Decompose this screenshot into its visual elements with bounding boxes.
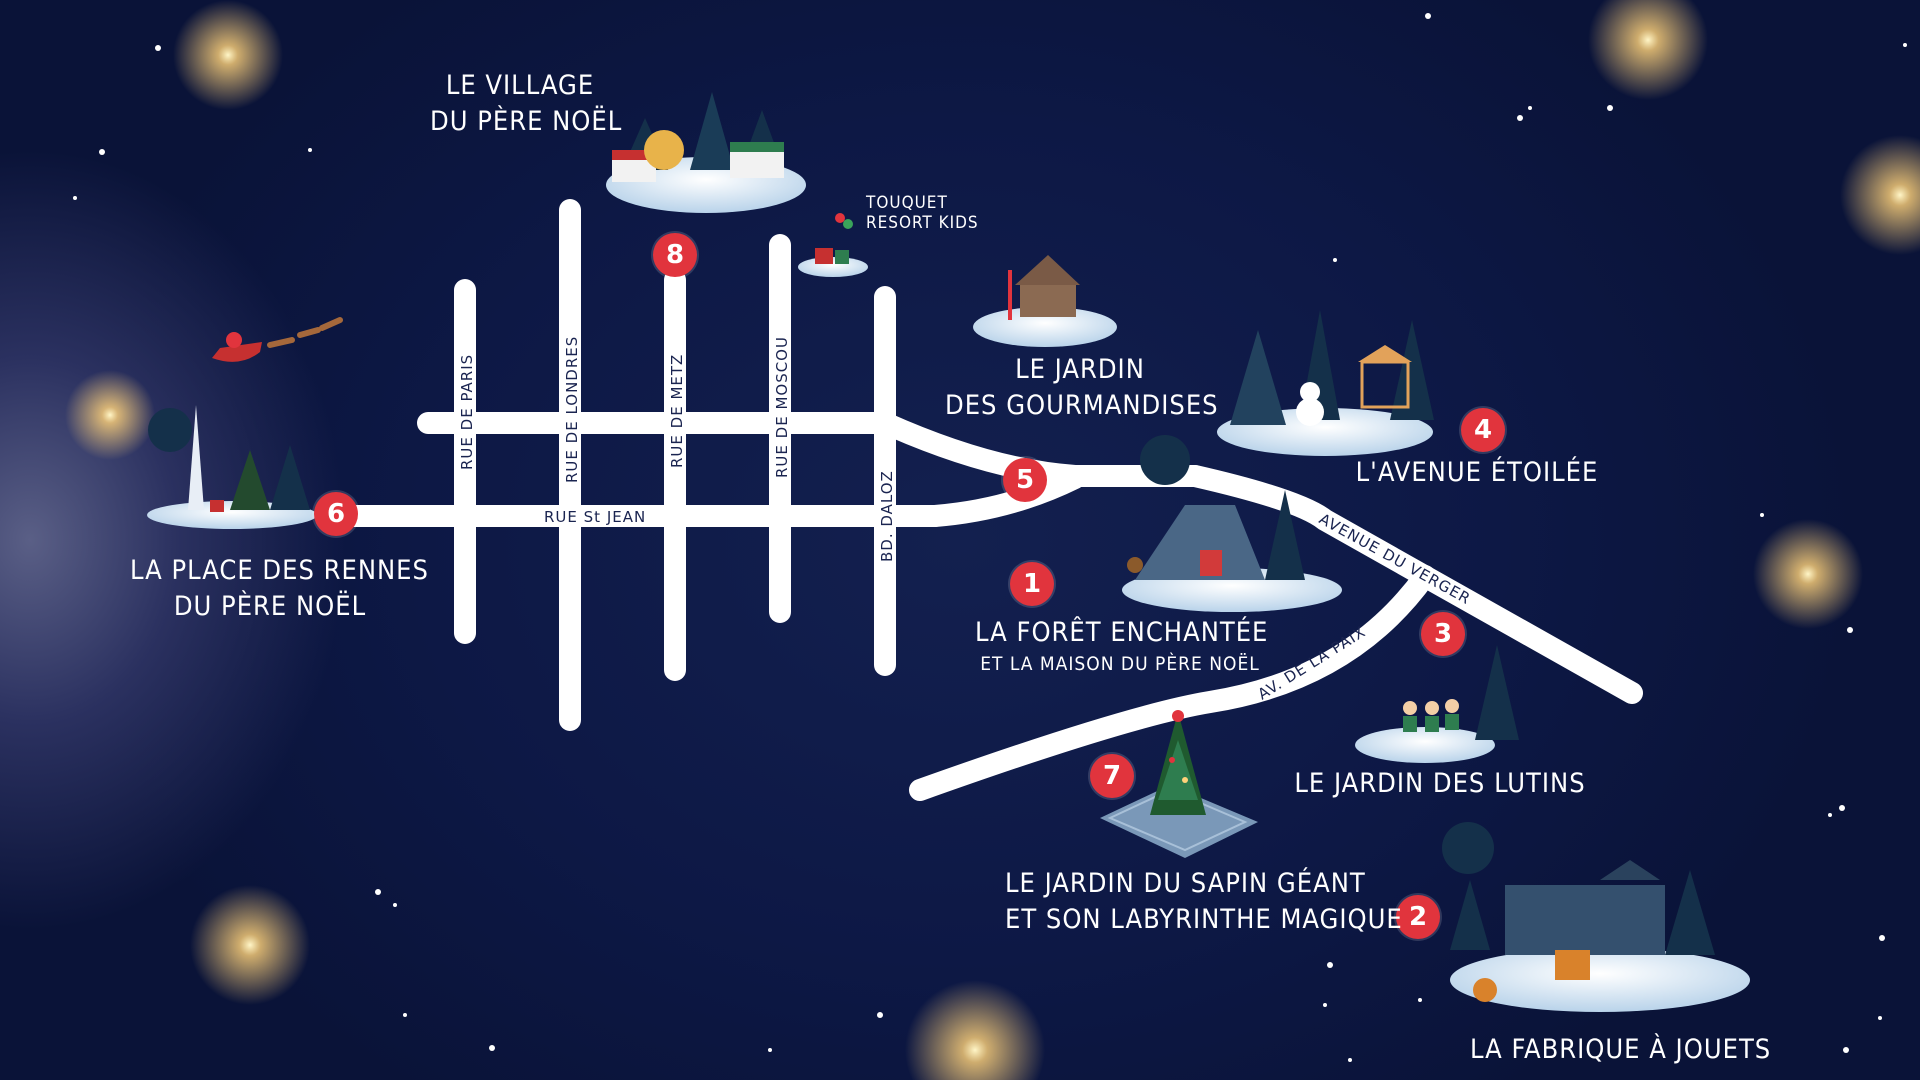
street-rue-st-jean: RUE St JEAN [544,508,646,526]
marker-6[interactable]: 6 [314,492,358,536]
kids-line2: RESORT KIDS [866,213,979,233]
scene-place-rennes [147,405,317,529]
foret-name: LA FORÊT ENCHANTÉE [975,617,1269,648]
scene-foret-enchantee [1122,435,1342,612]
avenue-etoilee-name: L'AVENUE ÉTOILÉE [1355,457,1599,488]
scene-sapin-geant [1100,710,1258,858]
road-lower-curve [924,467,1086,527]
scene-avenue-etoilee [1217,310,1434,456]
sapin-line2: ET SON LABYRINTHE MAGIQUE [1005,904,1403,935]
kids-line1: TOUQUET [866,193,948,213]
label-touquet-kids: TOUQUET RESORT KIDS [866,193,979,233]
street-bd-daloz: BD. DALOZ [878,470,896,562]
marker-7[interactable]: 7 [1090,754,1134,798]
place-rennes-line2: DU PÈRE NOËL [173,591,367,622]
village-line1: LE VILLAGE [445,70,595,101]
fabrique-name: LA FABRIQUE À JOUETS [1470,1034,1772,1065]
label-avenue-etoilee: L'AVENUE ÉTOILÉE [1342,455,1612,491]
marker-8[interactable]: 8 [653,233,697,277]
place-rennes-line1: LA PLACE DES RENNES [130,555,429,586]
scene-gourmandises [973,255,1117,347]
scene-sleigh [212,317,343,362]
gourmandises-line1: LE JARDIN [1015,354,1145,385]
label-foret-enchantee: LA FORÊT ENCHANTÉE ET LA MAISON DU PÈRE … [975,615,1269,677]
lutins-name: LE JARDIN DES LUTINS [1294,768,1586,799]
sparkles [65,0,1920,1080]
sapin-line1: LE JARDIN DU SAPIN GÉANT [1005,868,1366,899]
label-fabrique: LA FABRIQUE À JOUETS [1470,1032,1770,1068]
label-sapin-geant: LE JARDIN DU SAPIN GÉANT ET SON LABYRINT… [1005,866,1402,938]
scene-village [606,92,806,213]
label-jardin-lutins: LE JARDIN DES LUTINS [1285,766,1595,802]
scene-kids [798,213,868,277]
roads [329,199,1643,801]
village-line2: DU PÈRE NOËL [430,106,623,137]
foret-subtitle: ET LA MAISON DU PÈRE NOËL [980,653,1260,675]
label-place-rennes: LA PLACE DES RENNES DU PÈRE NOËL [130,553,428,625]
scene-jardin-lutins [1355,645,1519,763]
marker-3[interactable]: 3 [1421,612,1465,656]
label-gourmandises: LE JARDIN DES GOURMANDISES [945,352,1218,424]
street-av-de-la-paix: AV. DE LA PAIX [1255,623,1369,704]
label-village: LE VILLAGE DU PÈRE NOËL [430,68,621,140]
scene-fabrique [1442,822,1750,1012]
road-av-de-la-paix [909,565,1436,801]
gourmandises-line2: DES GOURMANDISES [945,390,1219,421]
street-rue-de-londres: RUE DE LONDRES [563,336,581,483]
marker-5[interactable]: 5 [1003,458,1047,502]
street-rue-de-paris: RUE DE PARIS [458,354,476,470]
marker-2[interactable]: 2 [1396,895,1440,939]
street-rue-de-metz: RUE DE METZ [668,354,686,468]
street-rue-de-moscou: RUE DE MOSCOU [773,336,791,478]
marker-4[interactable]: 4 [1461,408,1505,452]
marker-1[interactable]: 1 [1010,562,1054,606]
